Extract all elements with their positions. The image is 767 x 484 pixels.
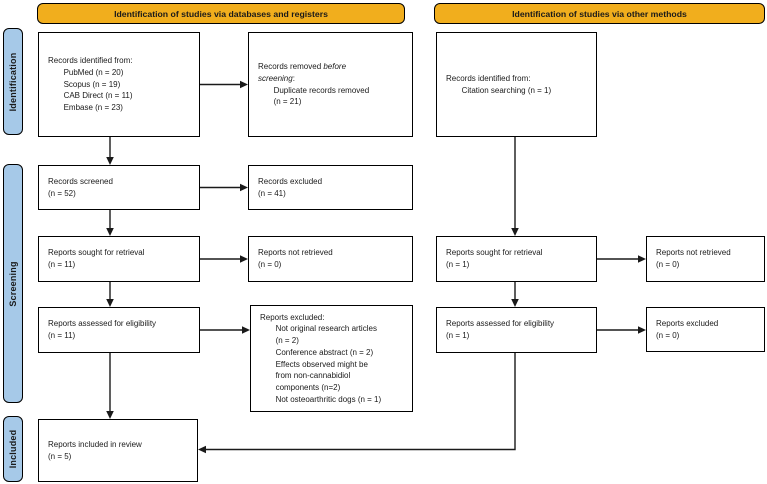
box-reports-not-retrieved-other-text: Reports not retrieved (n = 0) xyxy=(647,245,734,272)
records-removed-prefix: Records removed xyxy=(258,62,324,72)
stage-included: Included xyxy=(3,416,23,482)
records-removed-line-1: Records removed before xyxy=(258,61,369,73)
text-line: (n = 11) xyxy=(48,260,76,269)
arrow-other-sought-to-assessed xyxy=(511,282,519,307)
box-reports-not-retrieved-databases-text: Reports not retrieved (n = 0) xyxy=(249,245,336,272)
box-reports-excluded-other-text: Reports excluded (n = 0) xyxy=(647,316,721,343)
text-line: (n = 2) xyxy=(260,336,299,346)
box-reports-not-retrieved-databases: Reports not retrieved (n = 0) xyxy=(248,236,413,282)
text-line: (n = 21) xyxy=(258,97,302,107)
text-line: Citation searching (n = 1) xyxy=(446,85,552,95)
text-line: (n = 0) xyxy=(258,260,282,269)
header-databases-registers: Identification of studies via databases … xyxy=(37,3,405,24)
text-line: Records excluded xyxy=(258,176,323,186)
box-records-excluded: Records excluded (n = 41) xyxy=(248,165,413,210)
arrow-screened-to-excluded xyxy=(200,183,248,192)
records-removed-italic-before: before xyxy=(323,62,347,72)
arrow-identified-to-screened xyxy=(106,137,114,165)
arrow-screened-to-sought xyxy=(106,210,114,236)
box-records-excluded-text: Records excluded (n = 41) xyxy=(249,174,325,201)
text-line: Records screened xyxy=(48,176,113,186)
text-line: components (n=2) xyxy=(260,382,341,392)
box-reports-excluded-other: Reports excluded (n = 0) xyxy=(646,307,765,352)
arrow-other-sought-to-not-retrieved xyxy=(597,255,646,263)
text-line: Reports assessed for eligibility xyxy=(48,319,157,329)
box-reports-included-review-text: Reports included in review (n = 5) xyxy=(39,437,145,464)
text-line: Reports excluded: xyxy=(260,312,325,322)
arrow-other-assessed-to-excluded xyxy=(597,326,646,334)
arrow-sought-to-assessed xyxy=(106,282,114,307)
text-line: Embase (n = 23) xyxy=(48,103,123,113)
box-records-removed-before-screening: Records removed before screening: Duplic… xyxy=(248,32,413,137)
text-line: Reports excluded xyxy=(656,318,719,328)
arrow-other-assessed-to-included xyxy=(198,353,516,454)
text-line: Conference abstract (n = 2) xyxy=(260,347,374,357)
text-line: (n = 11) xyxy=(48,331,76,340)
box-records-screened: Records screened (n = 52) xyxy=(38,165,200,210)
box-reports-not-retrieved-other: Reports not retrieved (n = 0) xyxy=(646,236,765,282)
box-reports-assessed-databases: Reports assessed for eligibility (n = 11) xyxy=(38,307,200,353)
records-removed-italic-screening: screening xyxy=(258,73,293,83)
box-reports-assessed-databases-text: Reports assessed for eligibility (n = 11) xyxy=(39,316,159,343)
text-line: Scopus (n = 19) xyxy=(48,79,121,89)
text-line: (n = 0) xyxy=(656,260,680,269)
text-line: Not osteoarthritic dogs (n = 1) xyxy=(260,394,382,404)
text-line: Reports sought for retrieval xyxy=(446,248,543,258)
text-line: (n = 52) xyxy=(48,188,76,198)
text-line: (n = 41) xyxy=(258,188,286,198)
box-reports-sought-databases: Reports sought for retrieval (n = 11) xyxy=(38,236,200,282)
text-line: Reports sought for retrieval xyxy=(48,248,145,258)
text-line: Effects observed might be xyxy=(260,359,368,369)
box-reports-sought-other-text: Reports sought for retrieval (n = 1) xyxy=(437,245,546,272)
arrow-assessed-to-included xyxy=(106,353,114,419)
records-removed-line-2: screening: xyxy=(258,73,369,85)
text-line: PubMed (n = 20) xyxy=(48,67,124,77)
text-line: Duplicate records removed xyxy=(258,85,370,95)
box-reports-excluded-reasons: Reports excluded: Not original research … xyxy=(250,305,413,412)
box-records-identified-databases-text: Records identified from: PubMed (n = 20)… xyxy=(39,53,136,116)
box-reports-sought-databases-text: Reports sought for retrieval (n = 11) xyxy=(39,245,148,272)
box-reports-assessed-other-text: Reports assessed for eligibility (n = 1) xyxy=(437,316,557,343)
box-records-identified-other: Records identified from: Citation search… xyxy=(436,32,597,137)
box-records-removed-text: Records removed before screening: Duplic… xyxy=(249,59,372,110)
arrow-other-identified-to-sought xyxy=(511,137,519,236)
text-line: CAB Direct (n = 11) xyxy=(48,91,133,101)
text-line: (n = 5) xyxy=(48,451,72,461)
text-line: (n = 1) xyxy=(446,331,470,340)
arrow-sought-to-not-retrieved xyxy=(200,255,248,263)
box-reports-included-review: Reports included in review (n = 5) xyxy=(38,419,198,482)
records-removed-colon: : xyxy=(292,73,295,83)
arrow-assessed-to-excluded-detail xyxy=(200,326,250,334)
box-reports-sought-other: Reports sought for retrieval (n = 1) xyxy=(436,236,597,282)
text-line: (n = 1) xyxy=(446,260,470,269)
header-other-methods: Identification of studies via other meth… xyxy=(434,3,765,24)
box-reports-assessed-other: Reports assessed for eligibility (n = 1) xyxy=(436,307,597,353)
stage-screening: Screening xyxy=(3,164,23,403)
arrow-identified-to-removed xyxy=(200,80,248,89)
text-line: Records identified from: xyxy=(48,56,133,66)
text-line: (n = 0) xyxy=(656,330,680,340)
text-line: Not original research articles xyxy=(260,324,377,334)
box-records-identified-databases: Records identified from: PubMed (n = 20)… xyxy=(38,32,200,137)
text-line: Reports not retrieved xyxy=(258,248,333,258)
text-line: Reports included in review xyxy=(48,439,142,449)
records-removed-detail-lines: Duplicate records removed (n = 21) xyxy=(258,85,370,108)
text-line: Records identified from: xyxy=(446,73,531,83)
text-line: Reports not retrieved xyxy=(656,248,731,258)
box-records-screened-text: Records screened (n = 52) xyxy=(39,174,116,201)
box-reports-excluded-reasons-text: Reports excluded: Not original research … xyxy=(251,310,384,408)
stage-identification: Identification xyxy=(3,28,23,135)
text-line: from non-cannabidiol xyxy=(260,371,351,381)
box-records-identified-other-text: Records identified from: Citation search… xyxy=(437,71,554,98)
text-line: Reports assessed for eligibility xyxy=(446,319,555,329)
